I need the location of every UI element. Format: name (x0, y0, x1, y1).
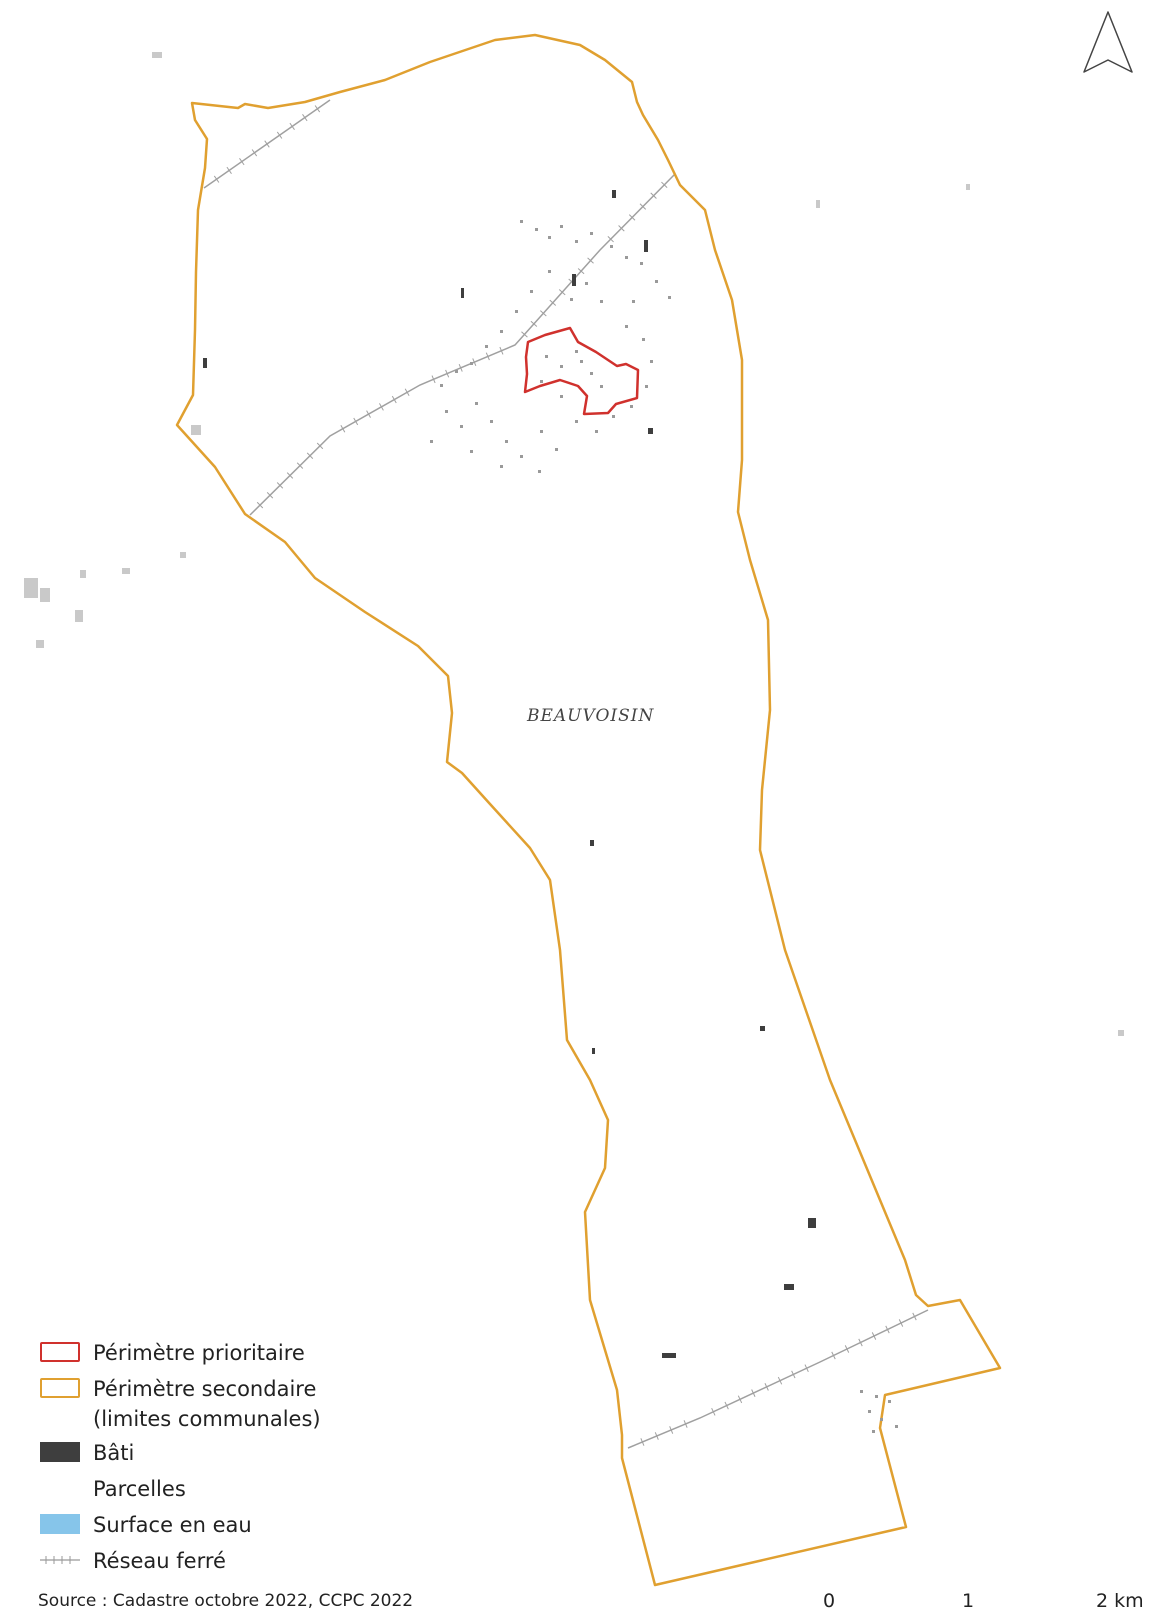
railway-tick (587, 257, 594, 264)
railway-ticks (213, 105, 917, 1446)
railway-tick (391, 395, 397, 404)
railway-tick (858, 1338, 863, 1347)
buildings (203, 190, 816, 1358)
railway-tick (266, 492, 274, 499)
legend-label-secondary: Périmètre secondaire (limites communales… (93, 1374, 321, 1434)
railway-tick (628, 214, 636, 221)
railway-tick (499, 346, 504, 355)
railway-tick (314, 105, 321, 113)
north-arrow-icon (1083, 11, 1133, 73)
railway-tick (458, 363, 463, 372)
legend-label-eau: Surface en eau (93, 1513, 252, 1537)
railway-tick (871, 1332, 877, 1340)
railway-tick (404, 388, 410, 397)
secondary-swatch (40, 1378, 80, 1398)
railway-tick (661, 181, 668, 189)
railway-tick (549, 299, 557, 306)
railway-tick (607, 235, 614, 243)
railway-tick (558, 289, 566, 296)
railway-south (627, 1309, 929, 1449)
bati-swatch (40, 1442, 80, 1462)
legend-label-bati: Bâti (93, 1441, 135, 1465)
railway-tick (530, 320, 538, 327)
railway-tick (898, 1319, 904, 1327)
railway-tick (669, 1426, 674, 1434)
scale-label-1: 1 (962, 1590, 975, 1612)
built-area-town (430, 220, 898, 1433)
railway-tick (711, 1407, 716, 1416)
railway-tick (485, 352, 490, 361)
commune-label: BEAUVOISIN (527, 706, 655, 726)
railway-tick (751, 1389, 756, 1397)
parcelles-swatch (40, 1478, 80, 1498)
railway-tick (366, 410, 371, 418)
railway-tick (540, 310, 547, 317)
railway-tick (472, 358, 477, 367)
railway-tick (289, 122, 295, 130)
railway-tick (804, 1364, 809, 1373)
railway-tick (912, 1312, 917, 1321)
railway-tick (844, 1345, 850, 1353)
railway-tick (650, 192, 657, 199)
legend-label-secondary-line1: Périmètre secondaire (93, 1377, 317, 1401)
railway-tick (302, 114, 308, 122)
railway-tick (306, 452, 314, 459)
railway-tick (831, 1351, 836, 1360)
legend-label-rail: Réseau ferré (93, 1549, 226, 1573)
railway-tick (340, 424, 346, 433)
railway-tick (431, 375, 436, 384)
railway-main (249, 173, 676, 516)
railway-tick (654, 1432, 659, 1440)
priority-swatch (40, 1342, 80, 1362)
railway-tick (276, 482, 284, 489)
railway-tick (577, 268, 585, 275)
railway-tick (885, 1325, 890, 1334)
legend-label-priority: Périmètre prioritaire (93, 1341, 305, 1365)
legend-label-parcelles: Parcelles (93, 1477, 186, 1501)
railway-tick (445, 369, 450, 378)
railway-tick (777, 1376, 783, 1385)
railway-tick (251, 149, 258, 157)
legend-label-secondary-line2: (limites communales) (93, 1407, 321, 1431)
railway-lines (203, 99, 929, 1449)
railway-tick (618, 225, 625, 232)
priority-perimeter (523, 326, 640, 416)
railway-tick (276, 131, 283, 139)
railway-tick (286, 472, 294, 479)
railway-tick (521, 331, 528, 338)
eau-swatch (40, 1514, 80, 1534)
railway-tick (683, 1420, 688, 1428)
railway-tick (353, 417, 359, 426)
railway-tick (640, 1438, 645, 1446)
railway-tick (239, 158, 245, 166)
outside-parcels (24, 52, 1124, 1036)
railway-tick (791, 1370, 796, 1379)
railway-tick (764, 1383, 769, 1391)
secondary-perimeter (175, 33, 1002, 1587)
railway-tick (316, 442, 324, 450)
railway-tick (724, 1401, 729, 1410)
railway-tick (737, 1395, 743, 1404)
scale-label-0: 0 (823, 1590, 836, 1612)
source-text: Source : Cadastre octobre 2022, CCPC 202… (38, 1591, 414, 1611)
railway-tick (213, 175, 220, 183)
railway-tick (379, 403, 384, 411)
railway-tick (639, 203, 647, 210)
railway-tick (256, 501, 264, 509)
railway-tick (296, 462, 304, 469)
railway-tick (226, 166, 232, 174)
railway-tick (264, 140, 270, 148)
rail-swatch (40, 1556, 80, 1564)
scale-label-2: 2 km (1096, 1590, 1144, 1612)
